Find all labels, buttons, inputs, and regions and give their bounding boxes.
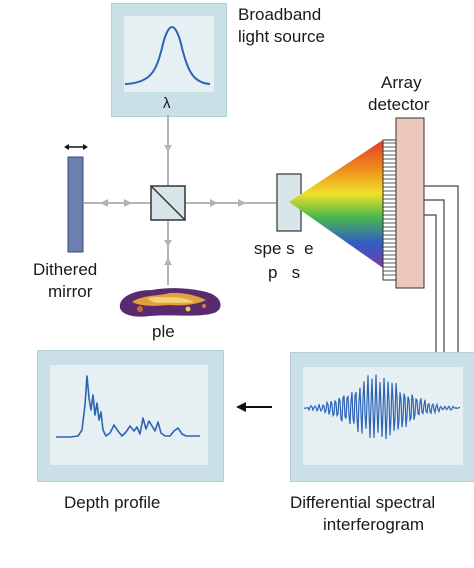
- array-detector: [382, 117, 425, 289]
- spectrometer-label-2: p s: [268, 263, 300, 283]
- sample-label: ple: [152, 322, 175, 342]
- dithered-mirror-text-1: Dithered: [33, 260, 98, 279]
- sample-tissue: [119, 288, 221, 317]
- beam-arrow-down: [164, 240, 172, 247]
- interferogram-trace: [303, 374, 461, 440]
- array-detector-label-1: Array: [381, 73, 422, 93]
- interferogram-label-2: interferogram: [323, 515, 424, 535]
- beamsplitter: [150, 185, 186, 221]
- beam-arrow-right-1: [124, 199, 132, 207]
- detector-cables: [424, 185, 459, 352]
- depth-profile-panel-inner: [50, 365, 208, 465]
- beam-arrow-down-top: [164, 145, 172, 152]
- beam-arrow-up: [164, 258, 172, 265]
- beam-arrow-left-1: [100, 199, 108, 207]
- lambda-symbol: λ: [163, 94, 171, 114]
- source-spectrum-curve: [124, 25, 211, 85]
- lambda-text: λ: [163, 95, 171, 112]
- light-source-label-line1: Broadband: [238, 5, 322, 24]
- beam-arrows: [100, 145, 246, 265]
- array-detector-text-2: detector: [368, 95, 430, 114]
- light-source-label-line2: light source: [238, 27, 325, 46]
- array-detector-text-1: Array: [381, 73, 422, 92]
- dither-arrow-icon: [64, 144, 88, 150]
- sample-text: ple: [152, 322, 175, 341]
- dithered-mirror-label-2: mirror: [48, 282, 92, 302]
- dithered-mirror-label-1: Dithered: [33, 260, 97, 280]
- detector-pixels: [383, 142, 396, 276]
- spectrometer-text-2: p s: [268, 263, 301, 282]
- spectrometer-label-1: spe s e: [254, 239, 314, 259]
- depth-profile-panel: [37, 350, 224, 482]
- depth-profile-label: Depth profile: [64, 493, 160, 513]
- depth-profile-text: Depth profile: [64, 493, 161, 512]
- dithered-mirror: [67, 156, 84, 253]
- interferogram-text-1: Differential spectral: [290, 493, 436, 512]
- light-source-label: Broadband: [238, 5, 321, 25]
- dithered-mirror-text-2: mirror: [48, 282, 93, 301]
- spectrometer-text-1: spe s e: [254, 239, 314, 258]
- light-source-label-2: light source: [238, 27, 325, 47]
- array-detector-label-2: detector: [368, 95, 429, 115]
- depth-profile-trace: [56, 375, 200, 438]
- beam-arrow-right-2: [210, 199, 218, 207]
- beam-arrow-right-3: [238, 199, 246, 207]
- dispersion-fan: [289, 140, 383, 268]
- processing-arrow-icon: [236, 402, 272, 412]
- interferogram-label-1: Differential spectral: [290, 493, 435, 513]
- interferogram-text-2: interferogram: [323, 515, 425, 534]
